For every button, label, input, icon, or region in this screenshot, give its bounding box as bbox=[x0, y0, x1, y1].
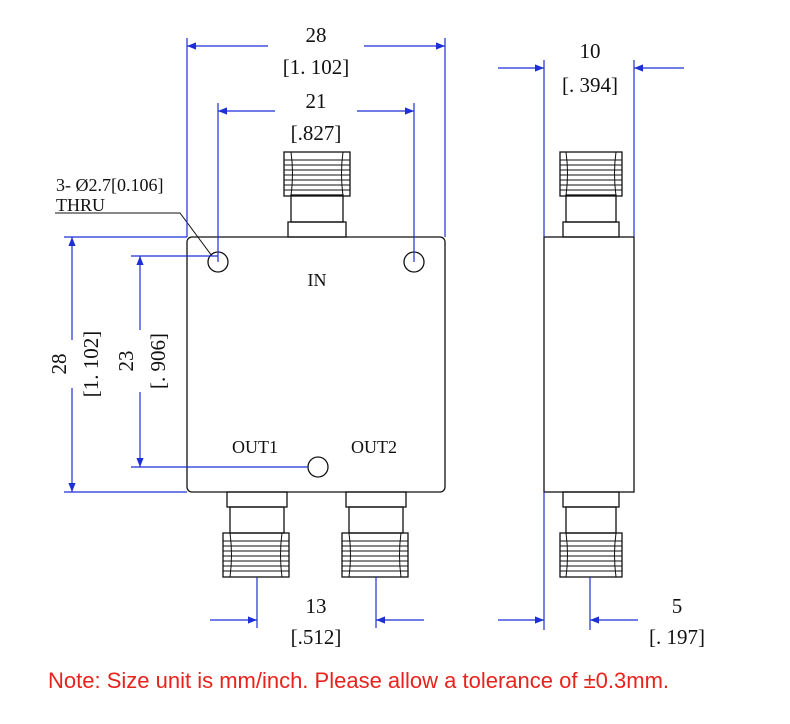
hole-height-in-label: [. 906] bbox=[146, 333, 170, 389]
hole-span-mm-label: 21 bbox=[306, 89, 327, 113]
width-mm-label: 28 bbox=[306, 23, 327, 47]
hole-note-line2: THRU bbox=[56, 195, 105, 215]
front-dimensions bbox=[64, 38, 446, 628]
side-body bbox=[543, 236, 635, 493]
port-out1-label: OUT1 bbox=[232, 437, 278, 457]
out-spacing-mm-label: 13 bbox=[306, 594, 327, 618]
hole-callout-leader bbox=[55, 212, 213, 257]
in-connector bbox=[283, 151, 351, 238]
tolerance-note: Note: Size unit is mm/inch. Please allow… bbox=[48, 668, 670, 693]
height-mm-label: 28 bbox=[47, 354, 71, 375]
hole-span-in-label: [.827] bbox=[291, 121, 342, 145]
hole-note-line1: 3- Ø2.7[0.106] bbox=[56, 175, 163, 195]
side-dimensions bbox=[498, 60, 684, 630]
port-out2-label: OUT2 bbox=[351, 437, 397, 457]
thickness-in-label: [. 394] bbox=[562, 73, 618, 97]
side-top-connector bbox=[559, 151, 623, 238]
side-bottom-connector bbox=[559, 491, 623, 578]
offset-in-label: [. 197] bbox=[649, 625, 705, 649]
out-spacing-in-label: [.512] bbox=[291, 625, 342, 649]
port-in-label: IN bbox=[308, 270, 327, 290]
width-in-label: [1. 102] bbox=[283, 55, 350, 79]
height-in-label: [1. 102] bbox=[79, 331, 103, 398]
out2-connector bbox=[341, 491, 409, 578]
thickness-mm-label: 10 bbox=[580, 39, 601, 63]
out1-connector bbox=[222, 491, 290, 578]
side-view bbox=[543, 151, 635, 578]
offset-mm-label: 5 bbox=[672, 594, 683, 618]
hole-height-mm-label: 23 bbox=[114, 351, 138, 372]
